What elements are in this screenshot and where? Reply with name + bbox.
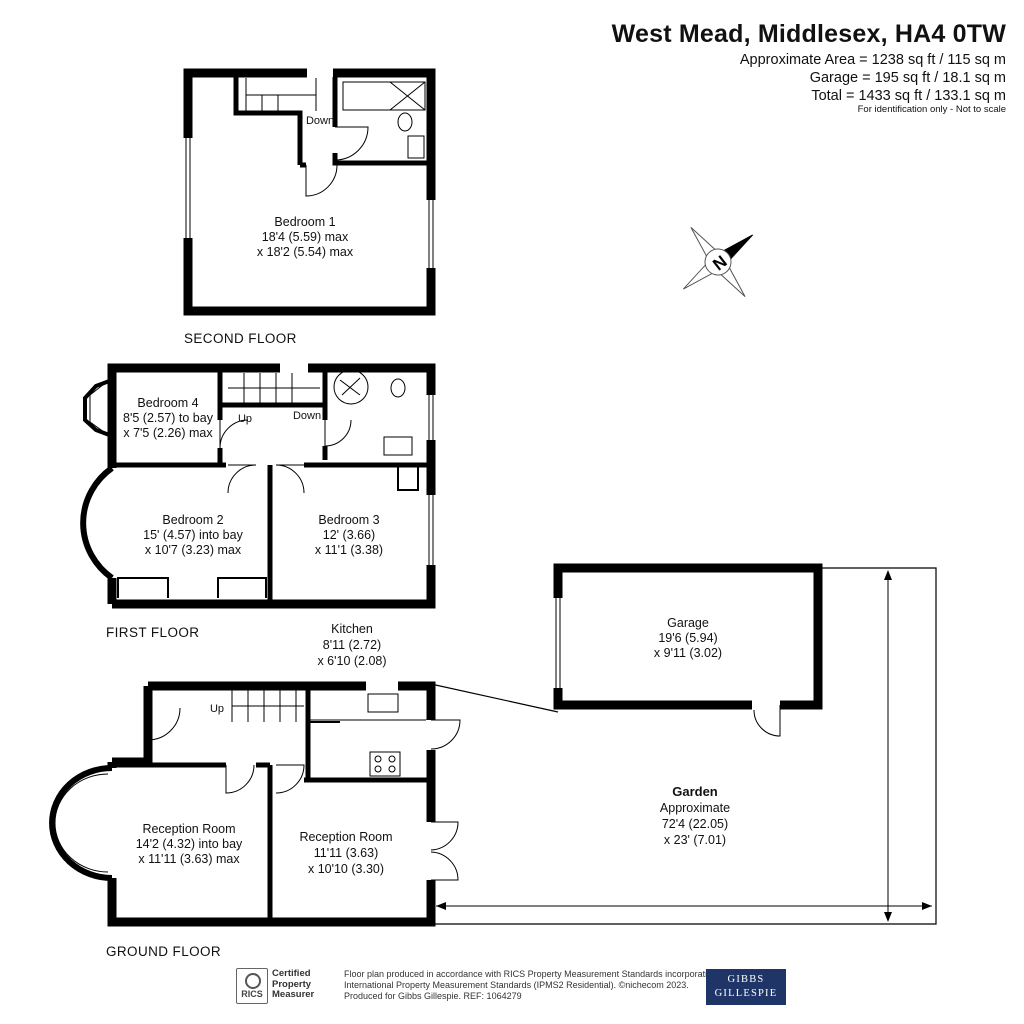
property-address-title: West Mead, Middlesex, HA4 0TW xyxy=(611,20,1006,48)
stair-up-label: Up xyxy=(238,413,252,425)
footnote-line: Floor plan produced in accordance with R… xyxy=(344,969,718,979)
room-name: Garden xyxy=(672,784,718,799)
stair-down-label: Down xyxy=(293,410,321,422)
floor-label-first: FIRST FLOOR xyxy=(106,625,199,640)
floor-label-ground: GROUND FLOOR xyxy=(106,944,221,959)
room-dim: x 7'5 (2.26) max xyxy=(123,426,213,440)
room-dim: 8'11 (2.72) xyxy=(323,638,381,652)
room-name: Bedroom 1 xyxy=(274,215,335,229)
room-name: Reception Room xyxy=(142,822,235,836)
room-dim: x 10'10 (3.30) xyxy=(308,862,384,876)
room-dim: 72'4 (22.05) xyxy=(662,817,728,831)
north-compass xyxy=(682,226,754,298)
room-dim: x 11'1 (3.38) xyxy=(315,543,383,557)
garage-area-text: Garage = 195 sq ft / 18.1 sq m xyxy=(809,70,1006,86)
room-dim: 15' (4.57) into bay xyxy=(143,528,243,542)
room-dim: x 10'7 (3.23) max xyxy=(145,543,242,557)
stair-up-label: Up xyxy=(210,703,224,715)
room-name: Bedroom 2 xyxy=(162,513,223,527)
rics-logo-icon: RICS xyxy=(236,968,268,1004)
floorplan-footnote: Floor plan produced in accordance with R… xyxy=(344,969,717,1002)
rics-text-line: Measurer xyxy=(272,989,315,1000)
rics-certified-badge: RICS Certified Property Measurer xyxy=(236,968,336,1004)
room-labels: Bedroom 1 18'4 (5.59) max x 18'2 (5.54) … xyxy=(123,215,730,876)
scale-disclaimer: For identification only - Not to scale xyxy=(857,104,1006,115)
rics-text-line: Property xyxy=(272,978,312,990)
footnote-line: International Property Measurement Stand… xyxy=(344,980,689,990)
room-name: Reception Room xyxy=(299,830,392,844)
rics-text-line: Certified xyxy=(272,968,311,979)
room-dim: Approximate xyxy=(660,801,730,815)
ground-floor-plan xyxy=(49,681,461,927)
first-floor-plan xyxy=(80,363,436,609)
stair-down-label: Down xyxy=(306,115,334,127)
room-dim: 18'4 (5.59) max xyxy=(262,230,349,244)
second-floor-plan xyxy=(183,68,436,316)
room-name: Bedroom 3 xyxy=(318,513,379,527)
brand-line: GILLESPIE xyxy=(714,988,778,999)
room-dim: x 23' (7.01) xyxy=(664,833,726,847)
floor-label-second: SECOND FLOOR xyxy=(184,331,297,346)
room-dim: 19'6 (5.94) xyxy=(658,631,717,645)
room-dim: x 18'2 (5.54) max xyxy=(257,245,354,259)
room-dim: x 9'11 (3.02) xyxy=(654,646,722,660)
footnote-line: Produced for Gibbs Gillespie. REF: 10642… xyxy=(344,991,522,1001)
room-dim: 8'5 (2.57) to bay xyxy=(123,411,214,425)
room-name: Garage xyxy=(667,616,709,630)
garage-garden-plan xyxy=(430,563,937,925)
total-area-text: Total = 1433 sq ft / 133.1 sq m xyxy=(811,88,1006,104)
room-dim: x 11'11 (3.63) max xyxy=(138,852,240,866)
approximate-area-text: Approximate Area = 1238 sq ft / 115 sq m xyxy=(739,52,1006,68)
gibbs-gillespie-logo: GIBBS GILLESPIE xyxy=(706,969,786,1005)
room-name: Bedroom 4 xyxy=(137,396,198,410)
room-dim: 11'11 (3.63) xyxy=(314,846,378,860)
room-dim: x 6'10 (2.08) xyxy=(317,654,386,668)
brand-line: GIBBS xyxy=(727,974,765,985)
room-dim: 14'2 (4.32) into bay xyxy=(136,837,243,851)
room-dim: 12' (3.66) xyxy=(323,528,375,542)
room-name: Kitchen xyxy=(331,622,373,636)
